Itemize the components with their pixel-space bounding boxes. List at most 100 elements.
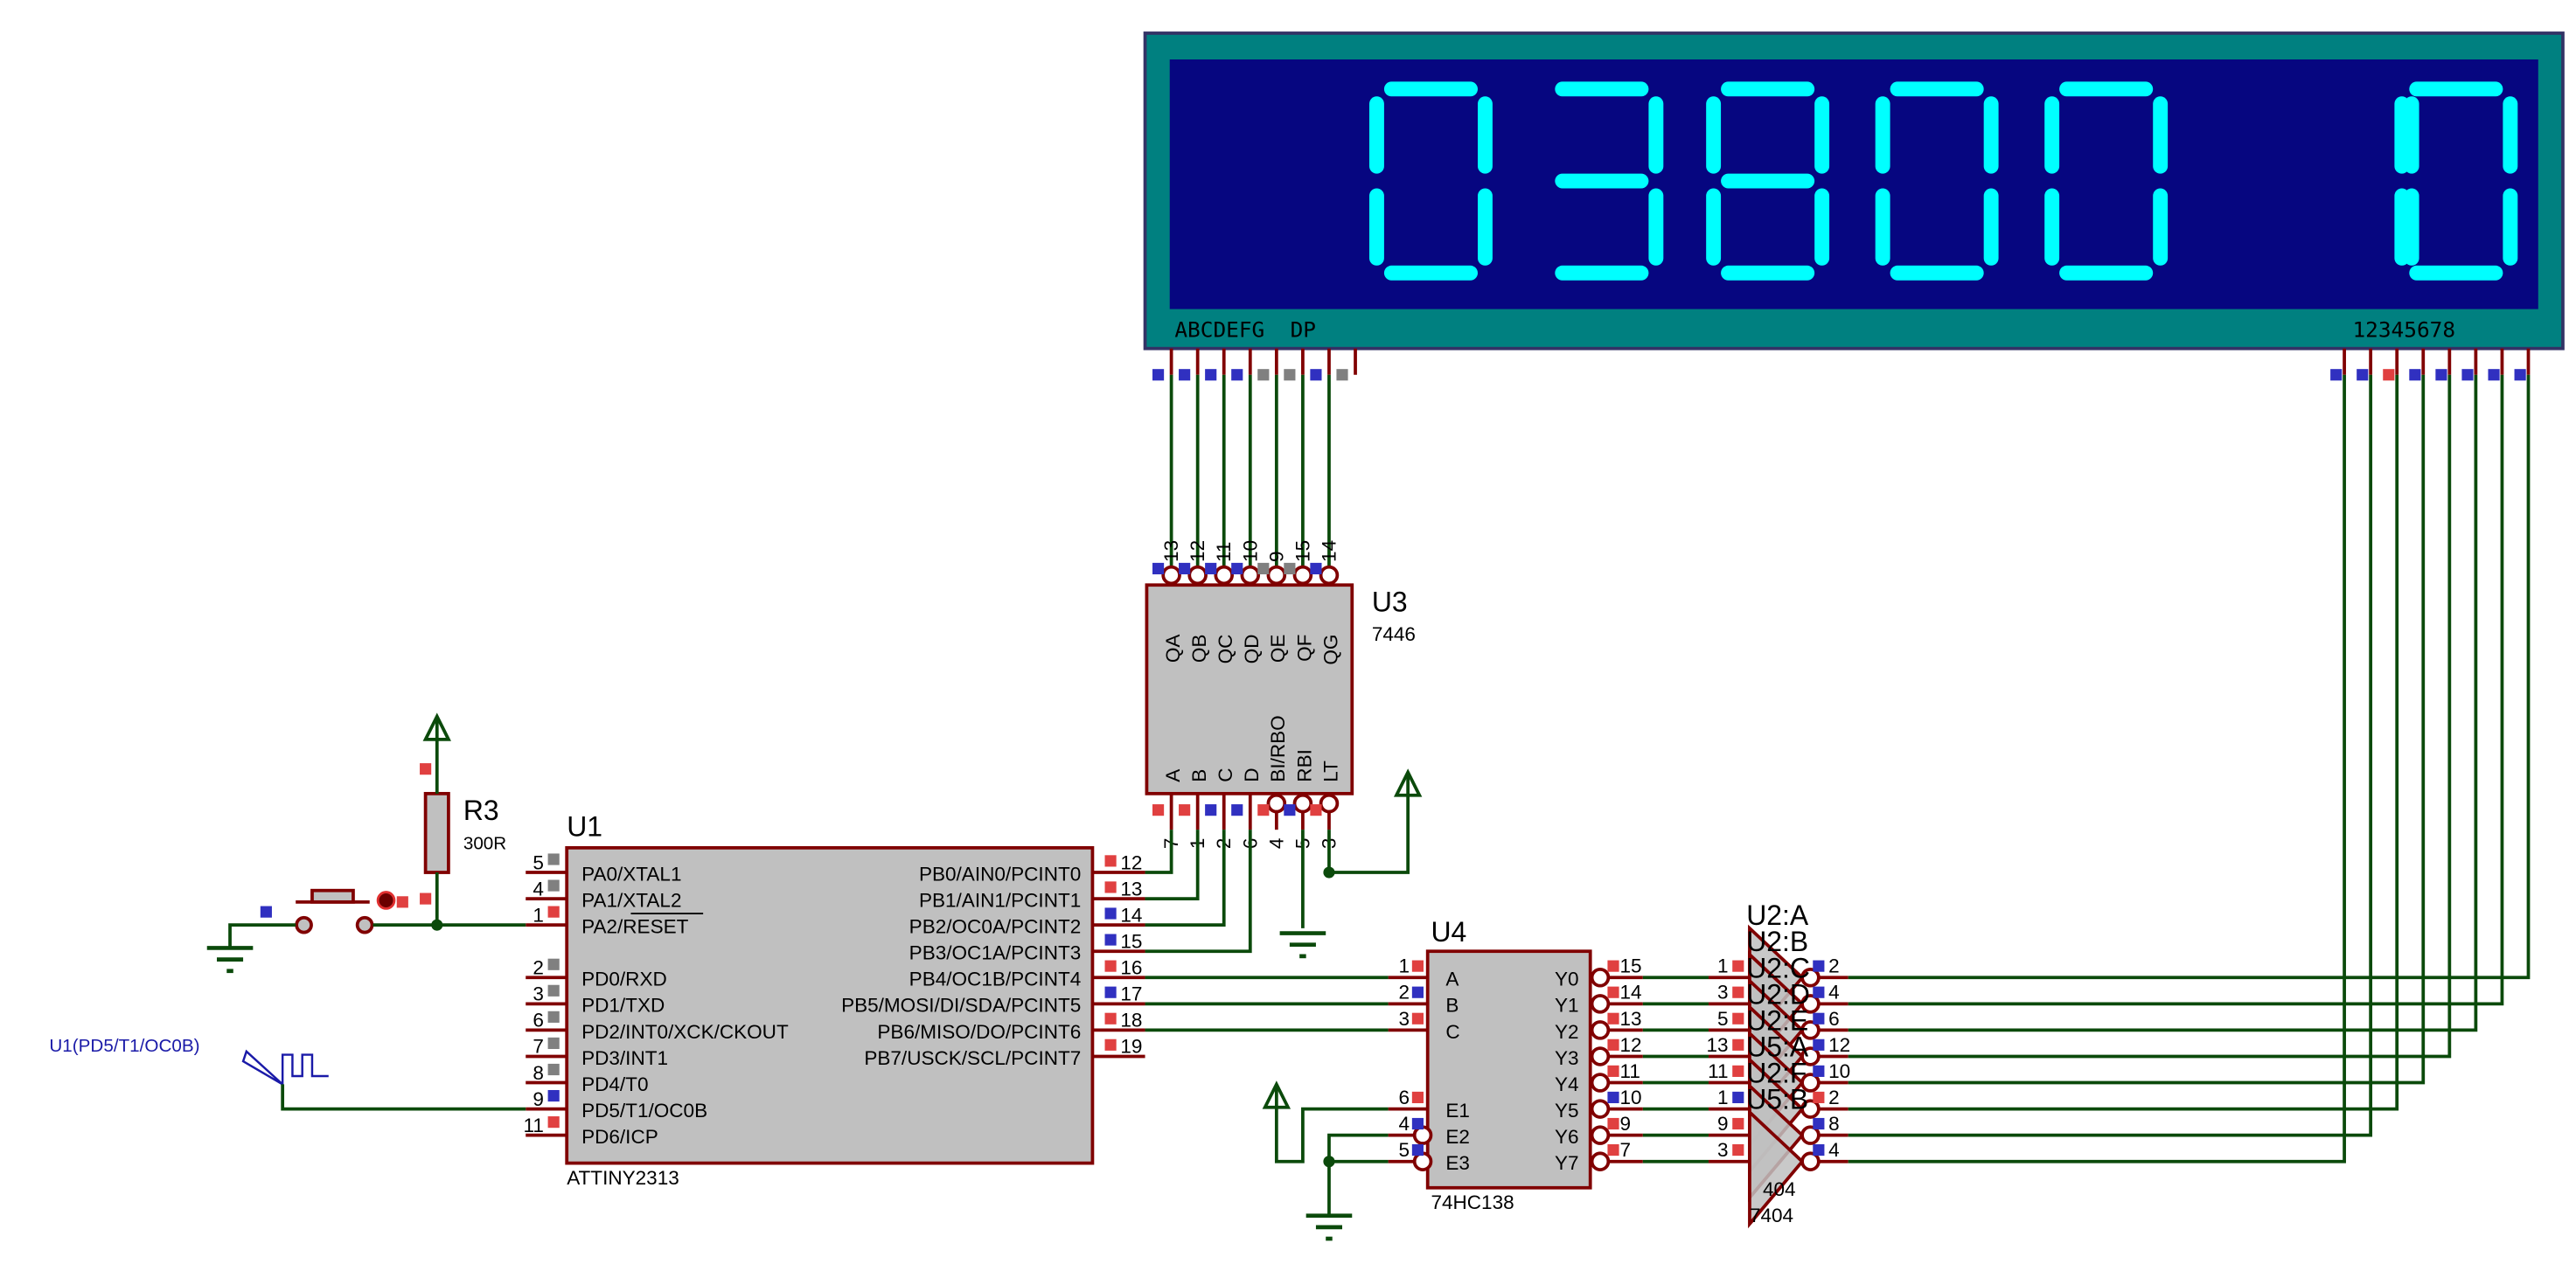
u1-pin-number: 2 — [533, 957, 544, 979]
logic-state-probe — [1732, 1117, 1744, 1130]
logic-state-probe — [1813, 1038, 1825, 1051]
logic-state-probe — [2461, 369, 2474, 381]
u1-pin-number: 6 — [533, 1010, 544, 1031]
u1-pin-number: 13 — [1120, 878, 1142, 900]
u1-pin-name: PD1/TXD — [581, 995, 665, 1017]
logic-state-probe — [1284, 562, 1296, 575]
u4-pin-name: Y2 — [1555, 1021, 1579, 1043]
r3-resistor[interactable]: R3 300R — [423, 791, 507, 874]
u1-pin-name: PD5/T1/OC0B — [581, 1100, 707, 1122]
u1-ref: U1 — [567, 811, 602, 843]
u4-pin-number: 5 — [1399, 1139, 1410, 1161]
u2-output-number: 6 — [1828, 1008, 1840, 1030]
u3-pin-number: 11 — [1213, 542, 1235, 562]
u2-7404-inverters[interactable]: 7404 404 — [1750, 1178, 1796, 1226]
logic-state-probe — [1310, 804, 1322, 816]
logic-state-probe — [1104, 907, 1117, 920]
bcd-wire — [1145, 830, 1252, 954]
logic-state-probe — [547, 1089, 560, 1102]
logic-state-probe — [547, 1037, 560, 1050]
r3-body — [423, 791, 450, 874]
logic-state-probe — [1411, 1091, 1424, 1104]
u4-body — [1425, 949, 1592, 1190]
power-arrow-icon — [1393, 768, 1423, 797]
logic-state-probe — [260, 906, 272, 918]
u3-pin-name: QC — [1215, 635, 1236, 664]
u1-attiny2313[interactable]: U1 ATTINY2313 — [565, 811, 1095, 1189]
logic-state-probe — [547, 853, 560, 865]
u4-pin-name: Y4 — [1555, 1073, 1579, 1095]
u1-pin-name: PD3/INT1 — [581, 1047, 668, 1069]
logic-state-probe — [1231, 804, 1243, 816]
u1-pin-number: 11 — [524, 1115, 544, 1136]
u1-pin-number: 12 — [1120, 851, 1142, 873]
u1-pin-number: 15 — [1120, 930, 1142, 952]
bcd-wire — [1145, 830, 1173, 874]
u1-pin-name: PB4/OC1B/PCINT4 — [909, 969, 1082, 990]
u2-gate-ref: U2:C — [1746, 952, 1810, 983]
u2-output-number: 8 — [1828, 1113, 1840, 1135]
u1-body — [565, 845, 1095, 1165]
u3-7446-decoder[interactable]: U3 7446 — [1145, 583, 1416, 795]
logic-state-probe — [1813, 1117, 1825, 1130]
logic-state-probe — [547, 879, 560, 892]
u3-pin-name: D — [1241, 768, 1263, 781]
logic-state-probe — [1607, 960, 1619, 972]
digit-select-wire — [1848, 374, 2504, 1006]
inversion-bubble — [1590, 1125, 1611, 1145]
r3-value: 300R — [463, 834, 506, 854]
u2-output-number: 12 — [1828, 1034, 1850, 1056]
logic-state-probe — [1179, 562, 1191, 575]
r3-ref: R3 — [463, 795, 499, 826]
clock-generator[interactable]: U1(PD5/T1/OC0B) — [49, 1036, 199, 1056]
u4-pin-number: 15 — [1620, 955, 1642, 977]
u4-pin-name: C — [1445, 1021, 1459, 1043]
u4-pin-number: 1 — [1399, 955, 1410, 977]
u4-part: 74HC138 — [1431, 1191, 1514, 1213]
digit-labels: 12345678 — [2352, 317, 2455, 343]
u4-pin-name: Y1 — [1555, 995, 1579, 1017]
display-digits — [1369, 81, 2518, 281]
u2-input-number: 3 — [1717, 982, 1729, 1004]
u1-pin-name: PD2/INT0/XCK/CKOUT — [581, 1021, 789, 1043]
logic-state-probe — [2409, 369, 2421, 381]
logic-state-probe — [1257, 369, 1270, 381]
logic-state-probe — [1732, 1038, 1744, 1051]
logic-state-probe — [1104, 960, 1117, 972]
logic-state-probe — [1411, 1143, 1424, 1156]
u2-output-number: 2 — [1828, 1087, 1840, 1108]
u2-input-number: 13 — [1706, 1034, 1728, 1056]
actuator-icon — [376, 891, 396, 910]
logic-state-probe — [1411, 960, 1424, 972]
logic-state-probe — [1607, 1065, 1619, 1077]
u3-pin-name: QF — [1293, 635, 1315, 662]
u3-pin-name: QB — [1188, 635, 1210, 663]
u4-pin-number: 7 — [1620, 1139, 1632, 1161]
inversion-bubble — [1590, 1046, 1611, 1066]
u2-part-overlap: 404 — [1763, 1178, 1796, 1200]
u1-pin-number: 1 — [533, 904, 544, 926]
logic-state-probe — [1732, 960, 1744, 972]
inversion-bubble — [1266, 793, 1287, 814]
u1-pin-number: 17 — [1120, 983, 1142, 1005]
digit-select-wire — [1848, 374, 2399, 1111]
logic-state-probe — [1205, 562, 1217, 575]
u1-pin-name: PD0/RXD — [581, 969, 667, 990]
logic-state-probe — [2488, 369, 2500, 381]
u4-pin-number: 6 — [1399, 1087, 1410, 1108]
logic-state-probe — [1732, 1065, 1744, 1077]
u4-ref: U4 — [1431, 916, 1466, 948]
digit-select-wire — [1848, 374, 2426, 1085]
logic-state-probe — [1607, 986, 1619, 998]
logic-state-probe — [1310, 562, 1322, 575]
logic-state-probe — [1231, 562, 1243, 575]
u3-pin-name: QG — [1319, 635, 1341, 665]
u3-pin-number: 15 — [1291, 540, 1313, 562]
seven-segment-display[interactable]: ABCDEFG DP 12345678 — [1143, 31, 2565, 351]
segment-labels: ABCDEFG DP — [1174, 317, 1316, 343]
logic-state-probe — [1607, 1117, 1619, 1130]
u3-pin-name: QE — [1267, 635, 1289, 663]
u4-pin-number: 4 — [1399, 1113, 1410, 1135]
u3-pin-name: B — [1188, 769, 1210, 782]
u4-74hc138[interactable]: U4 74HC138 — [1425, 916, 1592, 1213]
